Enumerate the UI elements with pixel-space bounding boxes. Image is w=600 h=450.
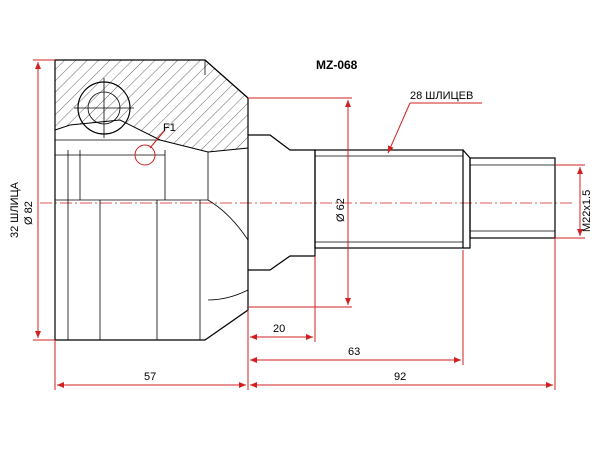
dim-len-63 [250, 250, 464, 365]
detail-callout-label: F1 [163, 122, 176, 134]
len-63-label: 63 [348, 346, 360, 358]
seal-diameter-label: Ø 62 [335, 198, 347, 222]
inner-splines-label: 32 ШЛИЦА [9, 181, 21, 238]
len-20-label: 20 [273, 323, 285, 335]
ball-detail [74, 78, 166, 166]
len-92-label: 92 [394, 371, 406, 383]
shaft [248, 134, 556, 271]
dim-seal-diameter [248, 97, 352, 308]
thread-label: M22x1.5 [581, 190, 593, 232]
len-57-label: 57 [144, 371, 156, 383]
outer-diameter-label: Ø 82 [23, 201, 35, 225]
part-number: MZ-068 [316, 58, 358, 72]
outer-splines-leader [387, 102, 482, 154]
dim-thread [555, 164, 585, 239]
dim-outer-diameter [33, 59, 55, 341]
outer-splines-label: 28 ШЛИЦЕВ [410, 90, 473, 102]
dim-len-57-92 [54, 238, 556, 390]
dim-len-20 [250, 256, 316, 342]
outer-housing [54, 59, 249, 341]
